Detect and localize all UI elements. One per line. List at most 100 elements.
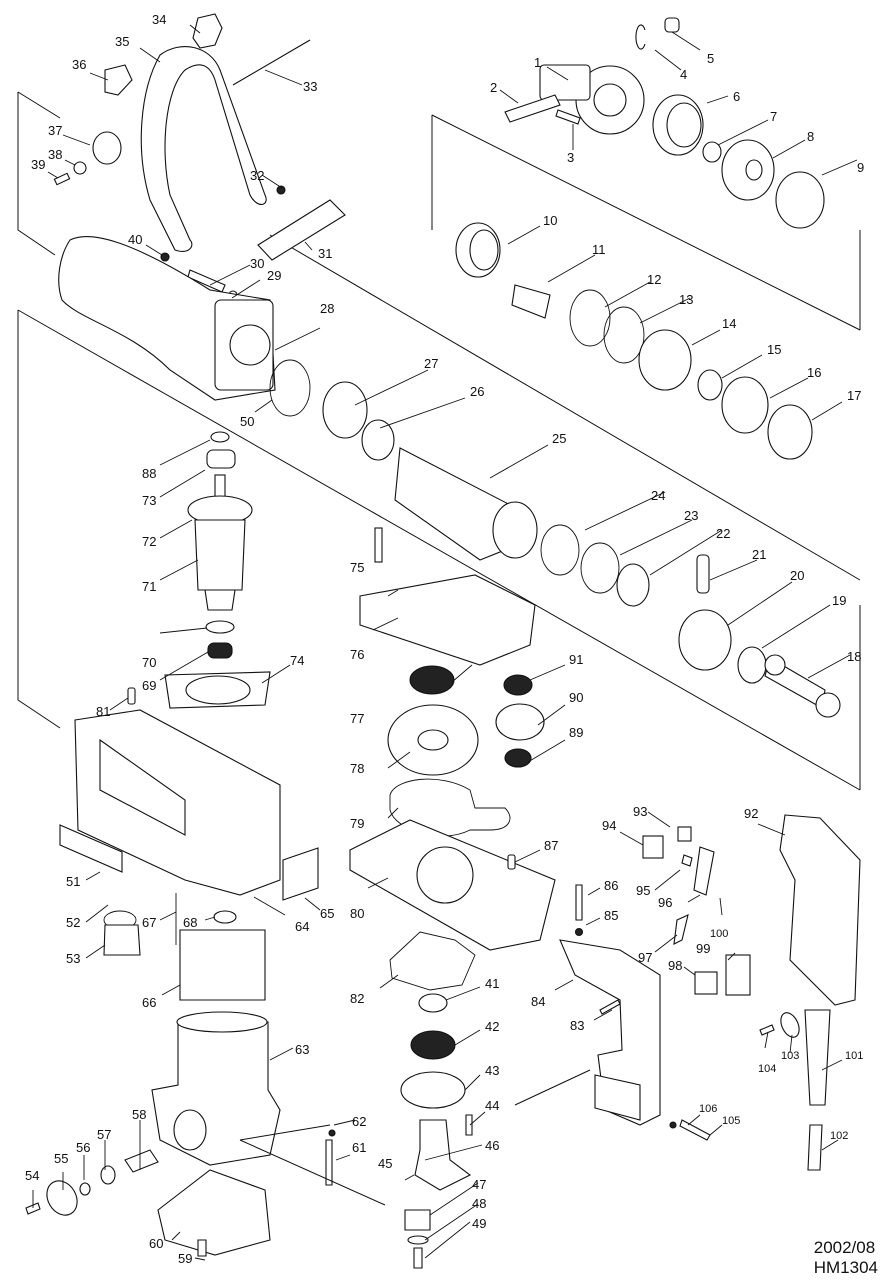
callout-54: 54 — [25, 1168, 39, 1183]
callout-80: 80 — [350, 906, 364, 921]
cylinder-assembly — [269, 359, 841, 718]
callout-88: 88 — [142, 466, 156, 481]
callout-53: 53 — [66, 951, 80, 966]
callout-92: 92 — [744, 806, 758, 821]
callout-73: 73 — [142, 493, 156, 508]
callout-25: 25 — [552, 431, 566, 446]
callout-67: 67 — [142, 915, 156, 930]
callout-7: 7 — [770, 109, 777, 124]
callout-42: 42 — [485, 1019, 499, 1034]
group-frames — [17, 91, 861, 791]
callout-17: 17 — [847, 388, 861, 403]
leader-lines — [32, 24, 858, 1261]
callout-64: 64 — [295, 919, 309, 934]
callout-35: 35 — [115, 34, 129, 49]
callout-100: 100 — [710, 928, 728, 940]
callout-21: 21 — [752, 547, 766, 562]
callout-20: 20 — [790, 568, 804, 583]
callout-59: 59 — [178, 1251, 192, 1266]
callout-61: 61 — [352, 1140, 366, 1155]
callout-6: 6 — [733, 89, 740, 104]
callout-69: 69 — [142, 678, 156, 693]
callout-41: 41 — [485, 976, 499, 991]
callout-28: 28 — [320, 301, 334, 316]
callout-77: 77 — [350, 711, 364, 726]
motor-housing-assembly — [59, 687, 319, 1001]
callout-93: 93 — [633, 804, 647, 819]
callout-96: 96 — [658, 895, 672, 910]
callout-36: 36 — [72, 57, 86, 72]
callout-90: 90 — [569, 690, 583, 705]
callout-45: 45 — [378, 1156, 392, 1171]
callout-47: 47 — [472, 1177, 486, 1192]
callout-40: 40 — [128, 232, 142, 247]
callout-62: 62 — [352, 1114, 366, 1129]
callout-38: 38 — [48, 147, 62, 162]
callout-98: 98 — [668, 958, 682, 973]
callout-10: 10 — [543, 213, 557, 228]
callout-91: 91 — [569, 652, 583, 667]
callout-106: 106 — [699, 1103, 717, 1115]
callout-97: 97 — [638, 950, 652, 965]
callout-89: 89 — [569, 725, 583, 740]
callout-63: 63 — [295, 1042, 309, 1057]
callout-24: 24 — [651, 488, 665, 503]
callout-32: 32 — [250, 168, 264, 183]
callout-71: 71 — [142, 579, 156, 594]
callout-2: 2 — [490, 80, 497, 95]
callout-72: 72 — [142, 534, 156, 549]
callout-75: 75 — [350, 560, 364, 575]
callout-11: 11 — [592, 242, 606, 257]
callout-14: 14 — [722, 316, 736, 331]
revision-date: 2002/08 — [813, 1238, 876, 1257]
callout-19: 19 — [832, 593, 846, 608]
gear-housing-assembly — [349, 527, 584, 1269]
callout-50: 50 — [240, 414, 254, 429]
callout-3: 3 — [567, 150, 574, 165]
callout-99: 99 — [696, 941, 710, 956]
callout-86: 86 — [604, 878, 618, 893]
callout-82: 82 — [350, 991, 364, 1006]
callout-57: 57 — [97, 1127, 111, 1142]
callout-55: 55 — [54, 1151, 68, 1166]
callout-85: 85 — [604, 908, 618, 923]
callout-46: 46 — [485, 1138, 499, 1153]
callout-74: 74 — [290, 653, 304, 668]
callout-84: 84 — [531, 994, 545, 1009]
callout-58: 58 — [132, 1107, 146, 1122]
callout-18: 18 — [847, 649, 861, 664]
callout-33: 33 — [303, 79, 317, 94]
callout-79: 79 — [350, 816, 364, 831]
document-footer: 2002/08 HM1304 — [814, 1238, 878, 1278]
callout-37: 37 — [48, 123, 62, 138]
callout-56: 56 — [76, 1140, 90, 1155]
callout-78: 78 — [350, 761, 364, 776]
callout-34: 34 — [152, 12, 166, 27]
callout-26: 26 — [470, 384, 484, 399]
callout-43: 43 — [485, 1063, 499, 1078]
callout-5: 5 — [707, 51, 714, 66]
callout-1: 1 — [534, 55, 541, 70]
callout-68: 68 — [183, 915, 197, 930]
side-handle-assembly — [53, 13, 346, 300]
callout-60: 60 — [149, 1236, 163, 1251]
callout-70: 70 — [142, 655, 156, 670]
lower-housing-assembly — [25, 1011, 386, 1257]
callout-labels: 1 2 3 4 5 6 7 8 9 10 11 12 13 14 15 16 1… — [25, 12, 864, 1266]
callout-103: 103 — [781, 1050, 799, 1062]
callout-39: 39 — [31, 157, 45, 172]
rear-handle-assembly — [514, 814, 861, 1171]
callout-9: 9 — [857, 160, 864, 175]
callout-4: 4 — [680, 67, 687, 82]
callout-44: 44 — [485, 1098, 499, 1113]
callout-95: 95 — [636, 883, 650, 898]
callout-12: 12 — [647, 272, 661, 287]
callout-30: 30 — [250, 256, 264, 271]
callout-31: 31 — [318, 246, 332, 261]
callout-83: 83 — [570, 1018, 584, 1033]
callout-66: 66 — [142, 995, 156, 1010]
callout-48: 48 — [472, 1196, 486, 1211]
callout-101: 101 — [845, 1050, 863, 1062]
callout-81: 81 — [96, 704, 110, 719]
grip-housing — [58, 235, 276, 401]
